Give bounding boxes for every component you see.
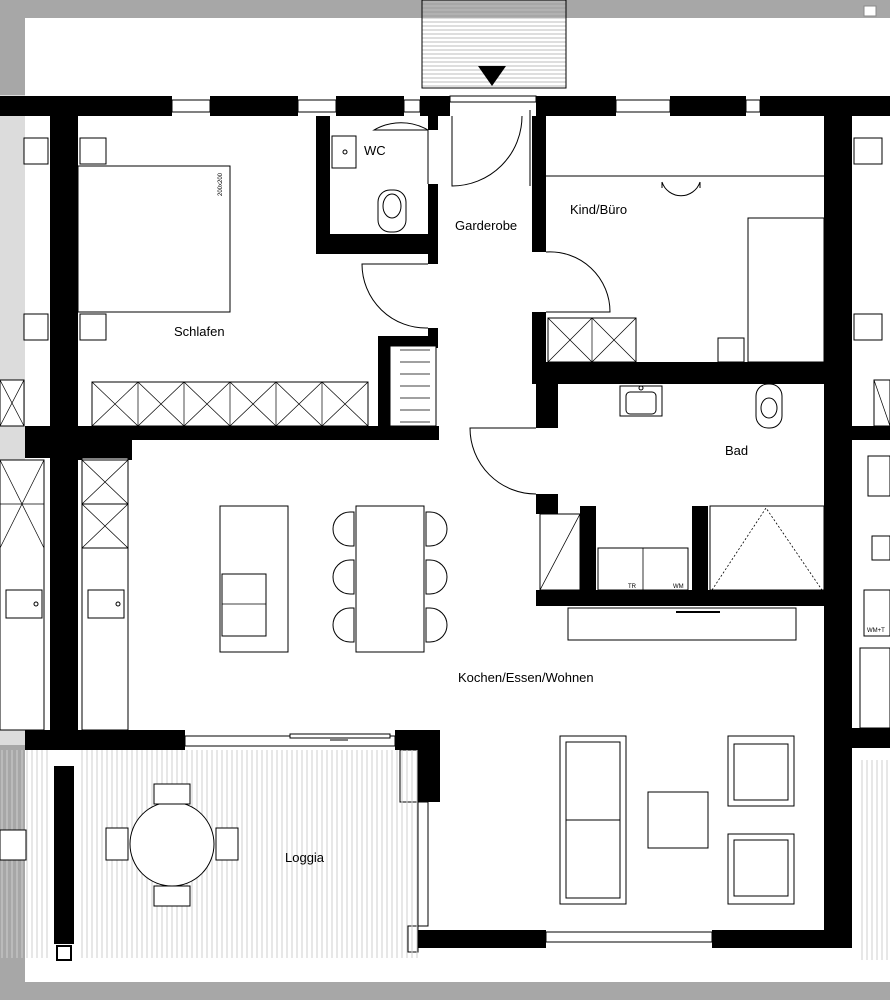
room-label-loggia: Loggia (285, 850, 325, 865)
wc-toilet (377, 189, 407, 233)
neighbour-wm-label: WM+T (867, 628, 885, 634)
neighbour-details: WM+T (853, 137, 890, 729)
exterior-walls (0, 95, 890, 953)
room-label-garderobe: Garderobe (455, 218, 517, 233)
desk (747, 217, 825, 363)
room-label-wc: WC (364, 143, 386, 158)
room-label-kind-buero: Kind/Büro (570, 202, 627, 217)
coffee-table (647, 791, 709, 849)
bath-toilet (755, 383, 783, 429)
kitchen-furniture (0, 457, 289, 731)
bath-sink (619, 385, 663, 417)
dining-table (355, 505, 425, 653)
dryer-label: TR (628, 584, 637, 590)
armchair-1 (727, 735, 795, 807)
wc-sink (331, 135, 357, 169)
dining-chairs (332, 511, 448, 643)
kitchen-sink (87, 589, 125, 619)
nightstand-left (79, 137, 107, 165)
room-labels: WC Garderobe Kind/Büro Schlafen Bad Koch… (174, 143, 748, 865)
living-furniture (559, 607, 797, 905)
wc-fixtures (331, 135, 407, 233)
loggia-furniture (0, 783, 239, 907)
interior-walls (25, 116, 890, 961)
cooktop (221, 573, 267, 637)
room-label-kochen-essen-wohnen: Kochen/Essen/Wohnen (458, 670, 594, 685)
shower (709, 505, 825, 591)
room-label-bad: Bad (725, 443, 748, 458)
bath-fixtures: TR WM (539, 383, 825, 591)
room-label-schlafen: Schlafen (174, 324, 225, 339)
armchair-2 (727, 833, 795, 905)
nightstand-right (79, 313, 107, 341)
entrance-stairs (421, 0, 567, 89)
entrance-arrow (478, 66, 506, 86)
office-furniture (546, 175, 825, 363)
round-table (129, 801, 215, 887)
bedroom-furniture (0, 137, 437, 427)
dining-furniture (332, 505, 448, 653)
double-bed (77, 165, 231, 313)
bed-size-label: 200x200 (218, 172, 224, 196)
sideboard (567, 607, 797, 641)
washer-label: WM (673, 584, 684, 590)
